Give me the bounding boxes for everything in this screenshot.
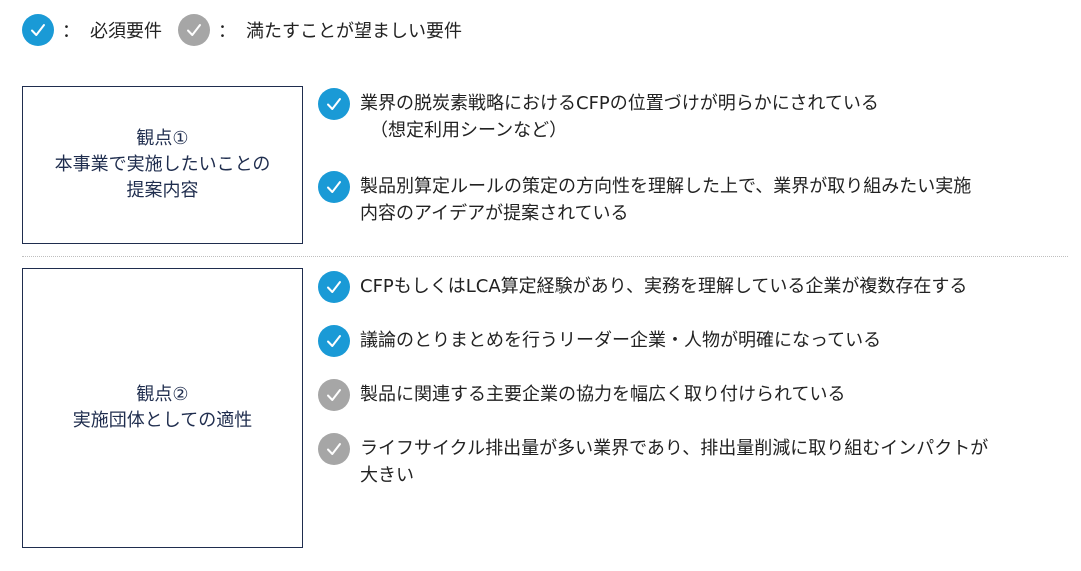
legend-preferred-label: 満たすことが望ましい要件 (246, 21, 462, 42)
requirement-text: 内容のアイデアが提案されている (360, 203, 629, 224)
check-circle-blue-icon (318, 171, 350, 203)
requirement-text: CFPもしくはLCA算定経験があり、実務を理解している企業が複数存在する (360, 276, 968, 297)
requirement-text: 業界の脱炭素戦略におけるCFPの位置づけが明らかにされている (360, 93, 879, 114)
section2-title-line: 観点② (136, 384, 189, 405)
requirement-item: 製品別算定ルールの策定の方向性を理解した上で、業界が取り組みたい実施 内容のアイ… (318, 171, 1058, 227)
requirement-item: CFPもしくはLCA算定経験があり、実務を理解している企業が複数存在する (318, 271, 1058, 303)
requirement-item: 製品に関連する主要企業の協力を幅広く取り付けられている (318, 379, 1058, 411)
check-circle-gray-icon (318, 433, 350, 465)
check-circle-gray-icon (178, 14, 210, 46)
legend-separator: ： (218, 21, 236, 42)
requirement-text: ライフサイクル排出量が多い業界であり、排出量削減に取り組むインパクトが (360, 438, 989, 459)
section2-title-line: 実施団体としての適性 (72, 410, 253, 431)
section1-title-line: 提案内容 (126, 180, 199, 201)
requirement-item: 業界の脱炭素戦略におけるCFPの位置づけが明らかにされている （想定利用シーンな… (318, 88, 1058, 144)
check-circle-blue-icon (318, 271, 350, 303)
check-circle-gray-icon (318, 379, 350, 411)
requirement-text: （想定利用シーンなど） (370, 120, 568, 141)
requirement-item: 議論のとりまとめを行うリーダー企業・人物が明確になっている (318, 325, 1058, 357)
section1-title-line: 本事業で実施したいことの (54, 154, 271, 175)
legend: ： 必須要件 ： 満たすことが望ましい要件 (22, 14, 462, 46)
section1-title-box: 観点① 本事業で実施したいことの 提案内容 (22, 86, 303, 244)
check-circle-blue-icon (22, 14, 54, 46)
requirement-text: 製品別算定ルールの策定の方向性を理解した上で、業界が取り組みたい実施 (360, 176, 972, 197)
legend-separator: ： (62, 21, 80, 42)
check-circle-blue-icon (318, 88, 350, 120)
section-divider (22, 256, 1068, 257)
requirement-text: 大きい (360, 465, 414, 486)
requirement-item: ライフサイクル排出量が多い業界であり、排出量削減に取り組むインパクトが 大きい (318, 433, 1058, 489)
check-circle-blue-icon (318, 325, 350, 357)
section2-title-box: 観点② 実施団体としての適性 (22, 268, 303, 548)
legend-required-label: 必須要件 (90, 21, 162, 42)
section1-title-line: 観点① (136, 128, 189, 149)
requirement-text: 議論のとりまとめを行うリーダー企業・人物が明確になっている (360, 330, 882, 351)
requirement-text: 製品に関連する主要企業の協力を幅広く取り付けられている (360, 384, 846, 405)
